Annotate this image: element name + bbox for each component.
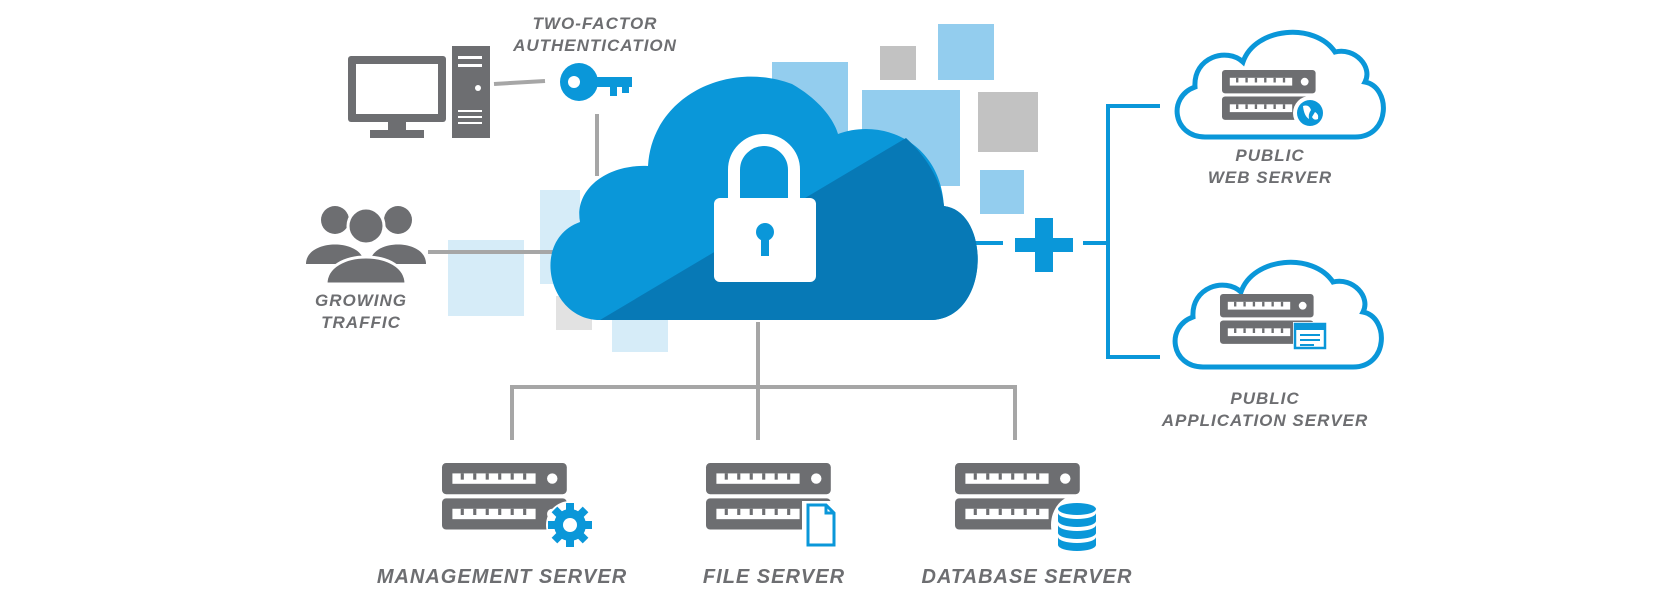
file-server-label: FILE SERVER (702, 566, 846, 588)
growing-traffic-label: GROWING TRAFFIC (300, 290, 422, 334)
public-web-server-label-line2: WEB SERVER (1207, 168, 1333, 187)
key-icon (560, 63, 632, 101)
database-server-icon (955, 463, 1103, 555)
desktop-computer-icon (348, 46, 490, 138)
two-factor-label: TWO-FACTOR AUTHENTICATION (505, 13, 685, 57)
database-server-label: DATABASE SERVER (921, 566, 1133, 588)
public-application-server-icon (1175, 262, 1381, 367)
database-icon (1051, 495, 1103, 555)
public-application-server-label-line1: PUBLIC (1230, 389, 1300, 408)
file-server-icon (706, 463, 838, 547)
users-icon (306, 206, 426, 286)
two-factor-label-line2: AUTHENTICATION (513, 36, 677, 55)
public-application-server-label-line2: APPLICATION SERVER (1161, 411, 1369, 430)
management-server-icon (442, 463, 594, 549)
growing-traffic-label-line1: GROWING (315, 291, 407, 310)
gear-icon (546, 501, 594, 549)
two-factor-label-line1: TWO-FACTOR (532, 14, 658, 33)
management-server-label: MANAGEMENT SERVER (376, 566, 628, 588)
plus-icon (1015, 218, 1073, 272)
public-application-server-label: PUBLIC APPLICATION SERVER (1150, 388, 1380, 432)
public-web-server-label: PUBLIC WEB SERVER (1170, 145, 1370, 189)
globe-icon (1293, 96, 1327, 130)
public-web-server-label-line1: PUBLIC (1235, 146, 1305, 165)
document-icon (802, 501, 838, 547)
growing-traffic-label-line2: TRAFFIC (321, 313, 401, 332)
cloud-lock-icon (550, 76, 978, 320)
public-web-server-icon (1177, 32, 1383, 137)
connector-lines (428, 79, 1017, 440)
window-icon (1293, 322, 1327, 350)
